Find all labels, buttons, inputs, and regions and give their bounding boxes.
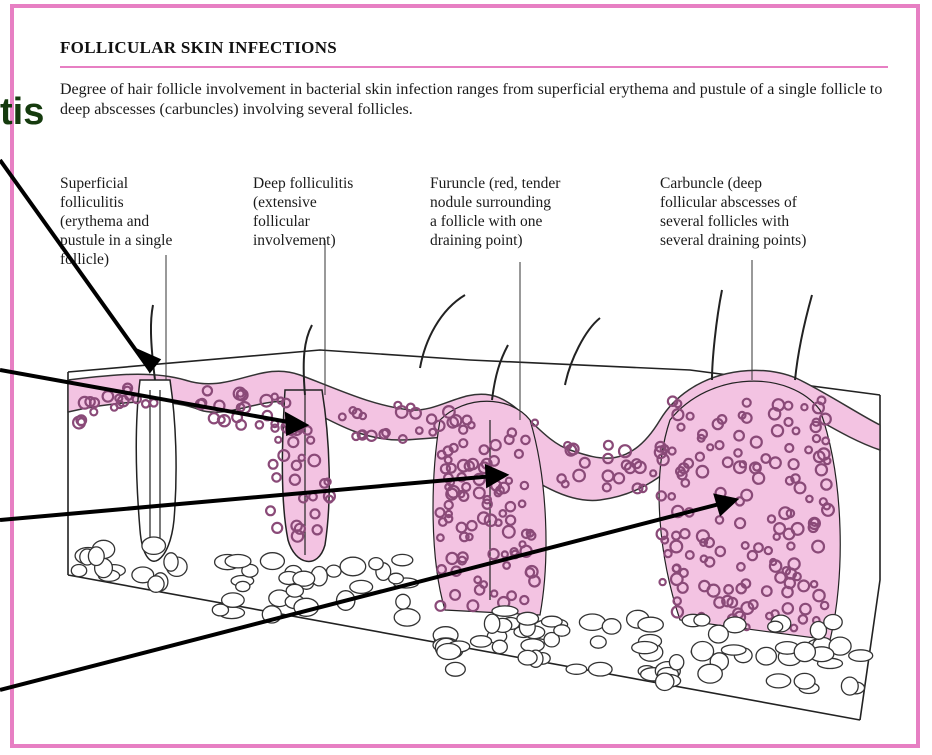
fat-cell — [768, 621, 783, 632]
fat-cell — [471, 636, 492, 647]
fat-cell — [222, 593, 245, 607]
fat-cell — [88, 547, 104, 566]
fat-cell — [260, 553, 284, 570]
pathogen-cell — [269, 460, 278, 469]
fat-cell — [709, 625, 729, 643]
pathogen-cell — [256, 421, 263, 428]
fat-cell — [669, 655, 683, 670]
fat-cell — [721, 645, 746, 655]
fat-cell — [517, 612, 539, 625]
fat-cell — [446, 662, 466, 676]
fat-cell — [766, 674, 790, 688]
pathogen-cell — [271, 425, 278, 432]
fat-cell — [392, 554, 413, 565]
fat-cell — [164, 553, 178, 571]
fat-cell — [369, 558, 383, 570]
fat-cell — [518, 650, 537, 665]
pathogen-cell — [532, 420, 538, 426]
fat-cell — [492, 640, 507, 653]
fat-cell — [694, 614, 710, 626]
pathogen-cell — [272, 523, 282, 533]
pathogen-cell — [604, 441, 613, 450]
fat-cell — [554, 625, 570, 636]
fat-cell — [824, 615, 842, 630]
fat-cell — [394, 609, 420, 626]
pathogen-cell — [90, 408, 97, 415]
fat-cell — [632, 642, 658, 654]
fat-cell — [437, 644, 461, 660]
fat-cell — [396, 594, 410, 609]
fat-cell — [286, 584, 303, 597]
fat-cell — [71, 565, 86, 577]
fat-cell — [340, 557, 366, 576]
fat-cell — [794, 642, 815, 661]
fat-cell — [225, 555, 251, 568]
pathogen-cell — [272, 473, 280, 481]
fat-cell — [521, 639, 544, 652]
fat-cell — [756, 647, 776, 665]
fat-cell — [656, 673, 674, 690]
fat-cell — [566, 664, 587, 674]
pathogen-cell — [660, 579, 666, 585]
fat-cell — [350, 580, 373, 593]
fat-cell — [492, 606, 518, 616]
follicle-superficial — [136, 380, 176, 561]
fat-cell — [236, 581, 250, 591]
fat-cell — [691, 642, 713, 661]
fat-cell — [389, 573, 404, 584]
fat-cell — [579, 614, 605, 630]
fat-cell — [794, 673, 815, 689]
fat-cell — [849, 650, 873, 662]
fat-cell — [590, 636, 606, 648]
fat-cell — [142, 537, 166, 554]
fat-cell — [327, 565, 342, 577]
fat-cell — [589, 662, 613, 676]
fat-cell — [148, 576, 164, 592]
fat-cell — [602, 619, 621, 634]
pathogen-cell — [275, 437, 281, 443]
pathogen-cell — [266, 506, 275, 515]
fat-cell — [698, 664, 722, 683]
fat-cell — [484, 614, 499, 633]
fat-cell — [638, 617, 663, 632]
fat-cell — [841, 677, 858, 695]
